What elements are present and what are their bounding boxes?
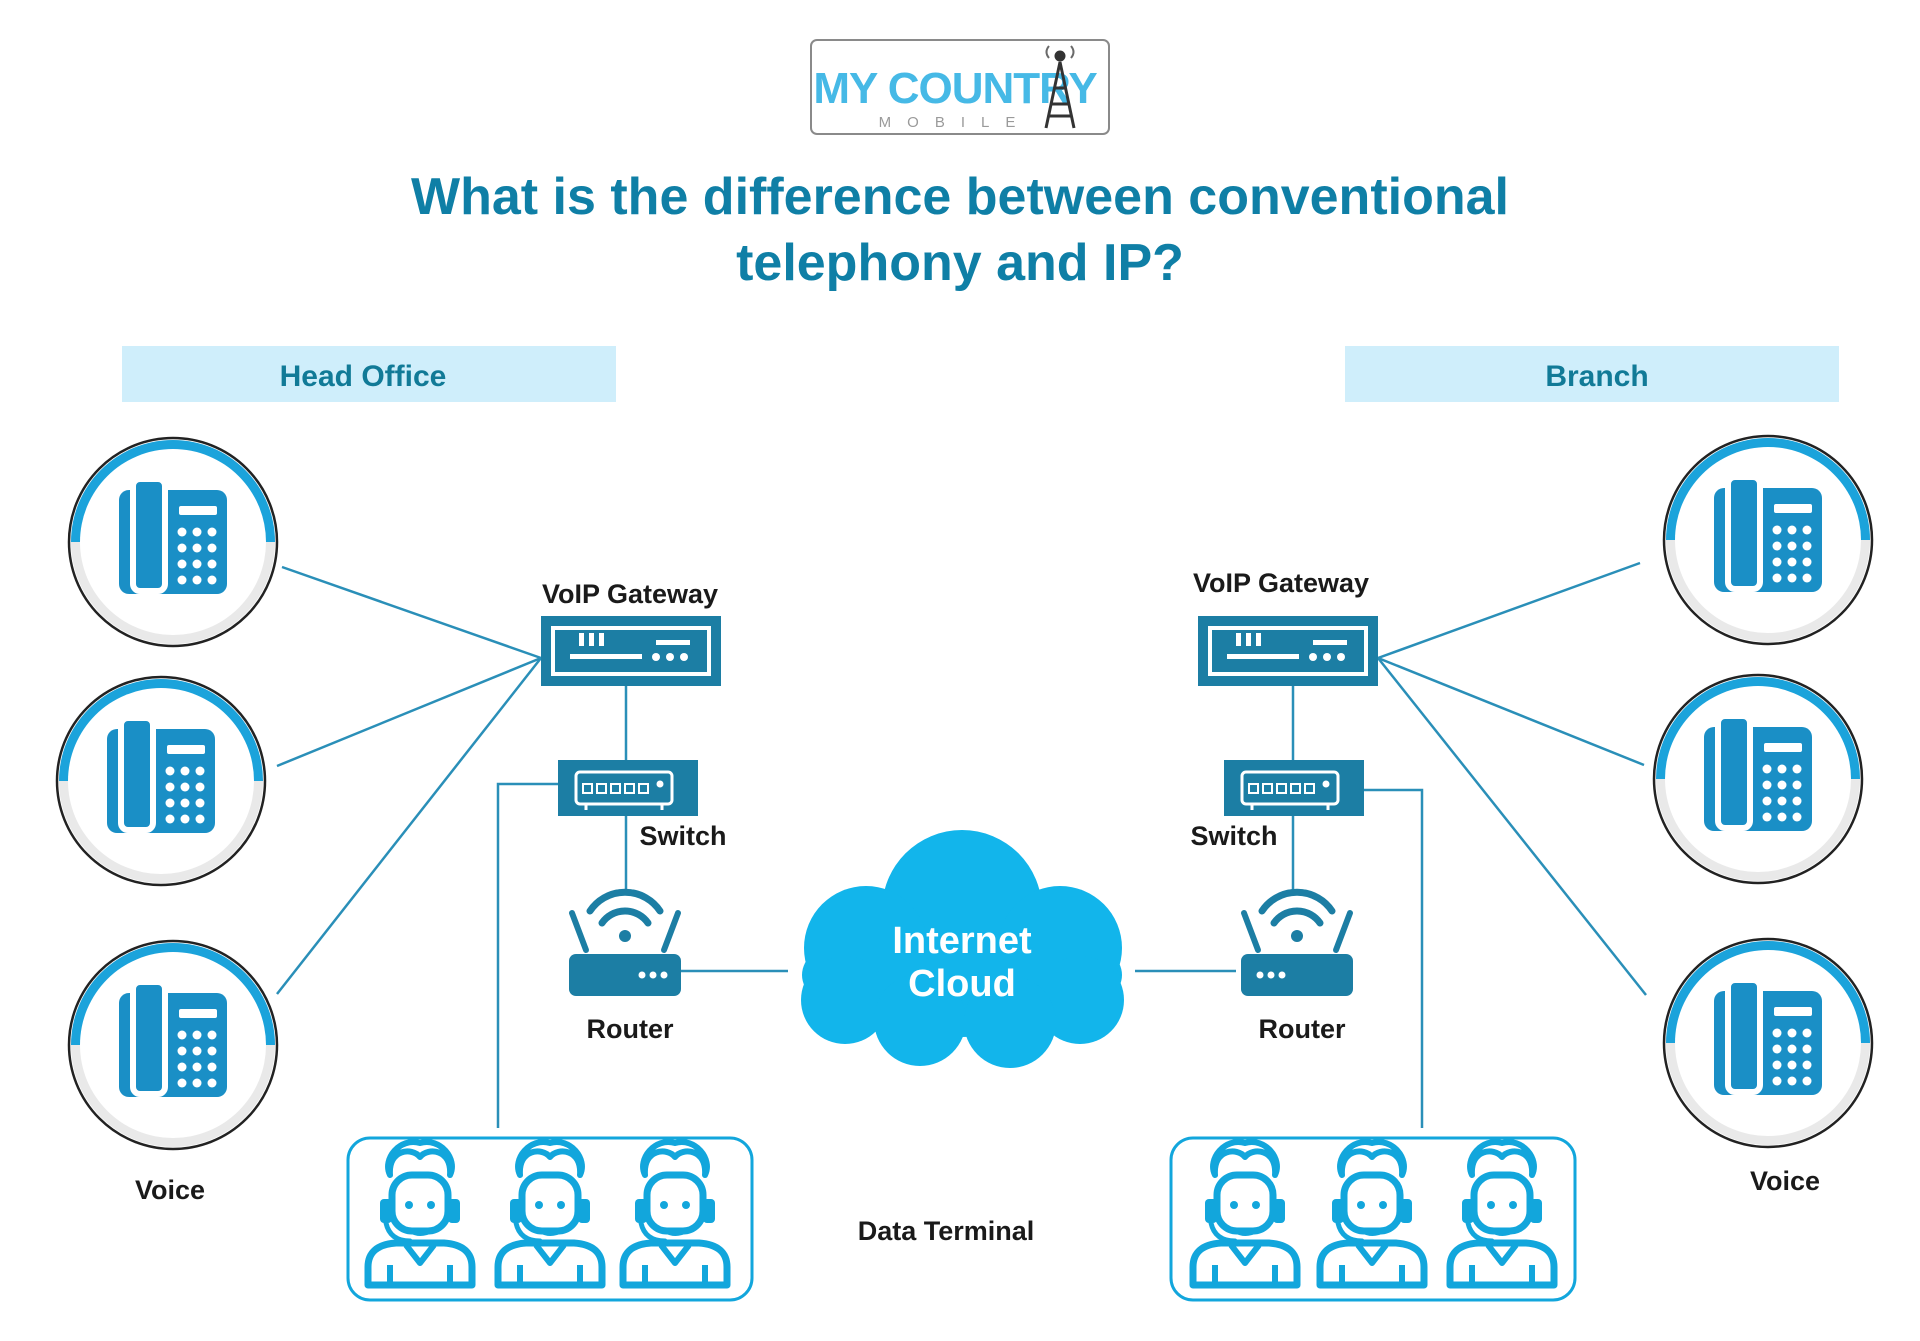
data-terminal-group-right <box>1169 1136 1577 1302</box>
desk-phone-icon <box>67 436 279 648</box>
desk-phone-icon <box>1662 434 1874 646</box>
logo-subtext: MOBILE <box>879 114 1032 131</box>
wifi-router-icon <box>1241 888 1353 996</box>
router-label-right: Router <box>1259 1014 1346 1044</box>
router-label-left: Router <box>587 1014 674 1044</box>
cloud-icon <box>801 830 1124 1068</box>
gateway-label-right: VoIP Gateway <box>1193 568 1369 598</box>
desk-phone-icon <box>55 675 267 887</box>
page-title-line-1: What is the difference between conventio… <box>411 168 1509 226</box>
head-office-label: Head Office <box>280 360 447 393</box>
voip-gateway-icon <box>1198 616 1378 686</box>
cloud-label-line-2: Cloud <box>908 963 1016 1005</box>
switch-label-right: Switch <box>1190 821 1277 851</box>
data-terminal-label: Data Terminal <box>858 1216 1035 1246</box>
page-title-line-2: telephony and IP? <box>736 234 1184 292</box>
head-office-banner: Head Office <box>122 346 616 402</box>
cloud-label-line-1: Internet <box>892 920 1032 962</box>
wifi-router-icon <box>569 888 681 996</box>
gateway-label-left: VoIP Gateway <box>542 579 718 609</box>
branch-banner: Branch <box>1345 346 1839 402</box>
connection-lines <box>276 561 1647 1128</box>
voice-label-left: Voice <box>135 1175 205 1205</box>
branch-label: Branch <box>1545 360 1648 393</box>
network-switch-icon <box>558 760 698 816</box>
switch-label-left: Switch <box>639 821 726 851</box>
cell-tower-icon <box>1044 45 1076 129</box>
voice-label-right: Voice <box>1750 1166 1820 1196</box>
company-logo: MY COUNTRY MOBILE <box>810 39 1110 135</box>
desk-phone-icon <box>67 939 279 1151</box>
voip-gateway-icon <box>541 616 721 686</box>
desk-phone-icon <box>1662 937 1874 1149</box>
desk-phone-icon <box>1652 673 1864 885</box>
data-terminal-group-left <box>346 1136 754 1302</box>
network-switch-icon <box>1224 760 1364 816</box>
